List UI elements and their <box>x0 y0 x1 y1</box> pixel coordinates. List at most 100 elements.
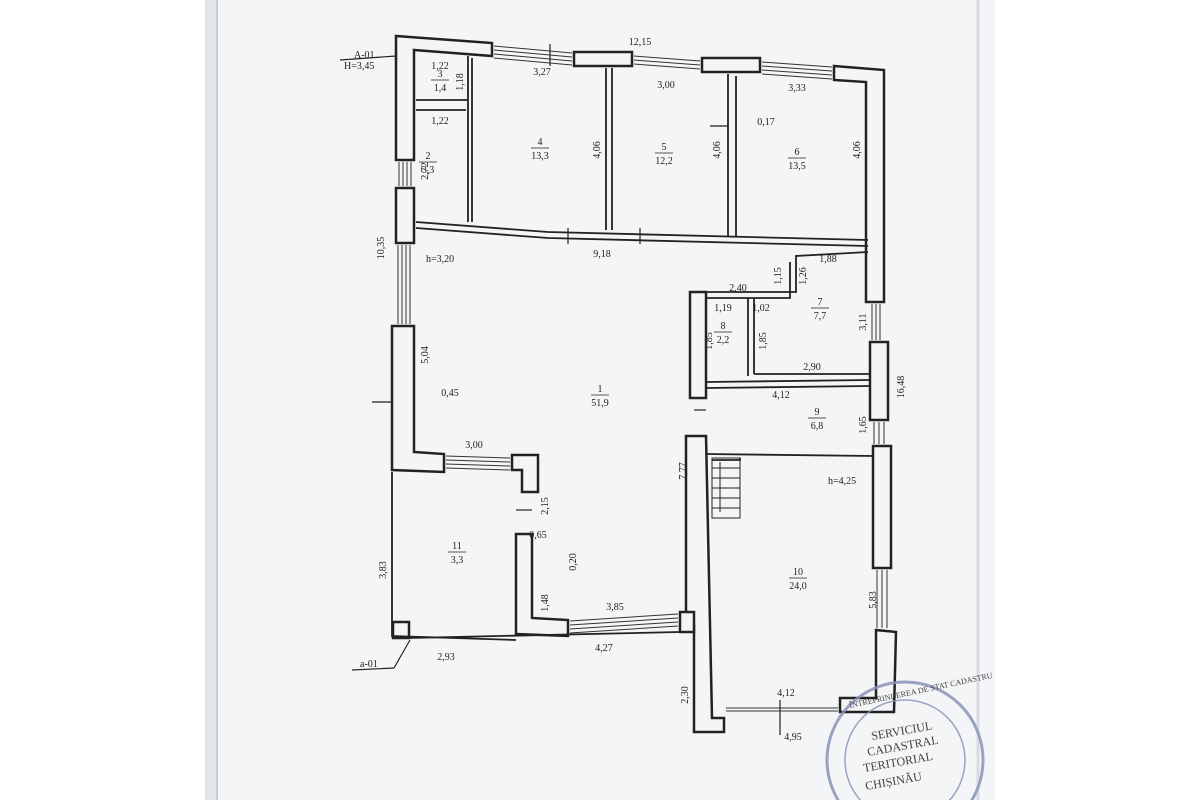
wall-center-upper <box>688 290 708 400</box>
dimension-label: 7,77 <box>678 462 689 480</box>
room-number: 11 <box>452 541 462 552</box>
partition-room11 <box>391 472 517 641</box>
room-area: 3,3 <box>451 555 464 566</box>
room-area: 51,9 <box>591 398 609 409</box>
dimension-label: 1,22 <box>431 116 449 127</box>
wall-jog-1 <box>510 453 540 494</box>
dimension-label: 1,22 <box>431 61 449 72</box>
dimension-label: 3,33 <box>788 83 806 94</box>
room-area: 13,5 <box>788 161 806 172</box>
window-bottom-3 <box>726 707 838 712</box>
room-area: 3,3 <box>422 165 435 176</box>
height-label-1: h=3,20 <box>426 254 454 265</box>
section-marker-lines <box>339 55 411 671</box>
room-label-3: 31,4 <box>431 69 449 94</box>
room-label-8: 82,2 <box>714 321 732 346</box>
room-label-9: 96,8 <box>808 407 826 432</box>
wall-top-seg-1 <box>572 50 634 68</box>
marker-top-line <box>339 55 397 61</box>
room-label-1: 151,9 <box>591 384 609 409</box>
dimension-label: 4,27 <box>595 643 613 654</box>
dimension-label: 1,15 <box>773 267 784 285</box>
door-marks <box>372 44 781 735</box>
height-label-2: h=4,25 <box>828 476 856 487</box>
marker-top: A-01 <box>354 50 375 61</box>
dimension-label: 10,35 <box>376 237 387 260</box>
room-label-7: 77,7 <box>811 297 829 322</box>
dimension-label: 16,48 <box>896 376 907 399</box>
window-bottom-2 <box>569 613 679 634</box>
window-right-3 <box>876 570 888 628</box>
dimension-label: 1,85 <box>704 332 715 350</box>
partition-wc <box>416 56 469 222</box>
marker-height: H=3,45 <box>344 61 374 72</box>
dimension-label: 4,06 <box>592 141 603 159</box>
room-area: 13,3 <box>531 151 549 162</box>
room-number: 6 <box>795 147 800 158</box>
left-margin-shadow <box>205 0 217 800</box>
room-number: 7 <box>818 297 823 308</box>
room-area: 24,0 <box>789 581 807 592</box>
room-area: 6,8 <box>811 421 824 432</box>
room-label-10: 10 24,0 <box>789 567 807 592</box>
dimension-label: 4,12 <box>777 688 795 699</box>
room-area: 2,2 <box>717 335 730 346</box>
dimension-label: 5,83 <box>868 591 879 609</box>
room-label-4: 413,3 <box>531 137 549 162</box>
room-number: 1 <box>598 384 603 395</box>
stairs <box>711 457 741 519</box>
outer-lines <box>408 631 681 639</box>
room-number: 2 <box>426 151 431 162</box>
dimension-label: 4,06 <box>852 141 863 159</box>
partition-room5-6 <box>727 74 737 236</box>
stamp-inner-ring <box>844 699 966 805</box>
partition-corridor <box>415 221 869 247</box>
dimension-label: 3,27 <box>533 67 551 78</box>
dimension-label: 9,18 <box>593 249 611 260</box>
wall-jog-2 <box>514 532 570 638</box>
dimension-label: 2,72 <box>420 162 431 180</box>
dimension-label: 1,85 <box>758 332 769 350</box>
wall-top-right-corner <box>832 64 886 304</box>
marker-bottom: a-01 <box>360 659 378 670</box>
room-number: 10 <box>793 567 803 578</box>
partition-room4-5 <box>471 58 613 230</box>
window-top-1 <box>493 45 573 66</box>
room-number: 8 <box>721 321 726 332</box>
wall-top-seg-2 <box>700 56 762 74</box>
dimension-label: 12,15 <box>629 37 652 48</box>
dimension-label: 1,65 <box>858 416 869 434</box>
wall-right-bottom-corner <box>838 628 898 714</box>
dimension-label: 1,88 <box>819 254 837 265</box>
room-label-6: 613,5 <box>788 147 806 172</box>
room-label-2: 23,3 <box>419 151 437 176</box>
room-labels: 151,923,331,4413,3512,2613,577,782,296,8… <box>419 69 829 592</box>
dimension-label: 1,02 <box>752 303 770 314</box>
wall-left-seg-1 <box>394 186 416 245</box>
dimension-label: 1,19 <box>714 303 732 314</box>
room-area: 12,2 <box>655 156 673 167</box>
room-number: 4 <box>538 137 543 148</box>
dimension-label: 1,26 <box>798 267 809 285</box>
dimension-label: 1,18 <box>455 73 466 91</box>
dimension-label: 4,06 <box>712 141 723 159</box>
dimension-label: 3,00 <box>657 80 675 91</box>
dimension-label: 5,04 <box>420 346 431 364</box>
window-bottom-1 <box>445 455 511 471</box>
dimension-label: 3,00 <box>465 440 483 451</box>
dimension-label: 3,83 <box>378 561 389 579</box>
dimension-label: 0,20 <box>568 553 579 571</box>
dimension-label: 2,30 <box>680 686 691 704</box>
marker-bottom-line <box>351 667 395 671</box>
wall-right-seg-1 <box>868 340 890 422</box>
dimension-label: 1,48 <box>540 594 551 612</box>
dimension-label: 2,90 <box>803 362 821 373</box>
dimension-label: 3,85 <box>606 602 624 613</box>
dimension-label: 4,95 <box>784 732 802 743</box>
window-top-3 <box>761 61 833 80</box>
walls <box>390 34 898 734</box>
room-number: 9 <box>815 407 820 418</box>
wall-left-lower <box>390 324 446 474</box>
dimension-label: 2,40 <box>729 283 747 294</box>
